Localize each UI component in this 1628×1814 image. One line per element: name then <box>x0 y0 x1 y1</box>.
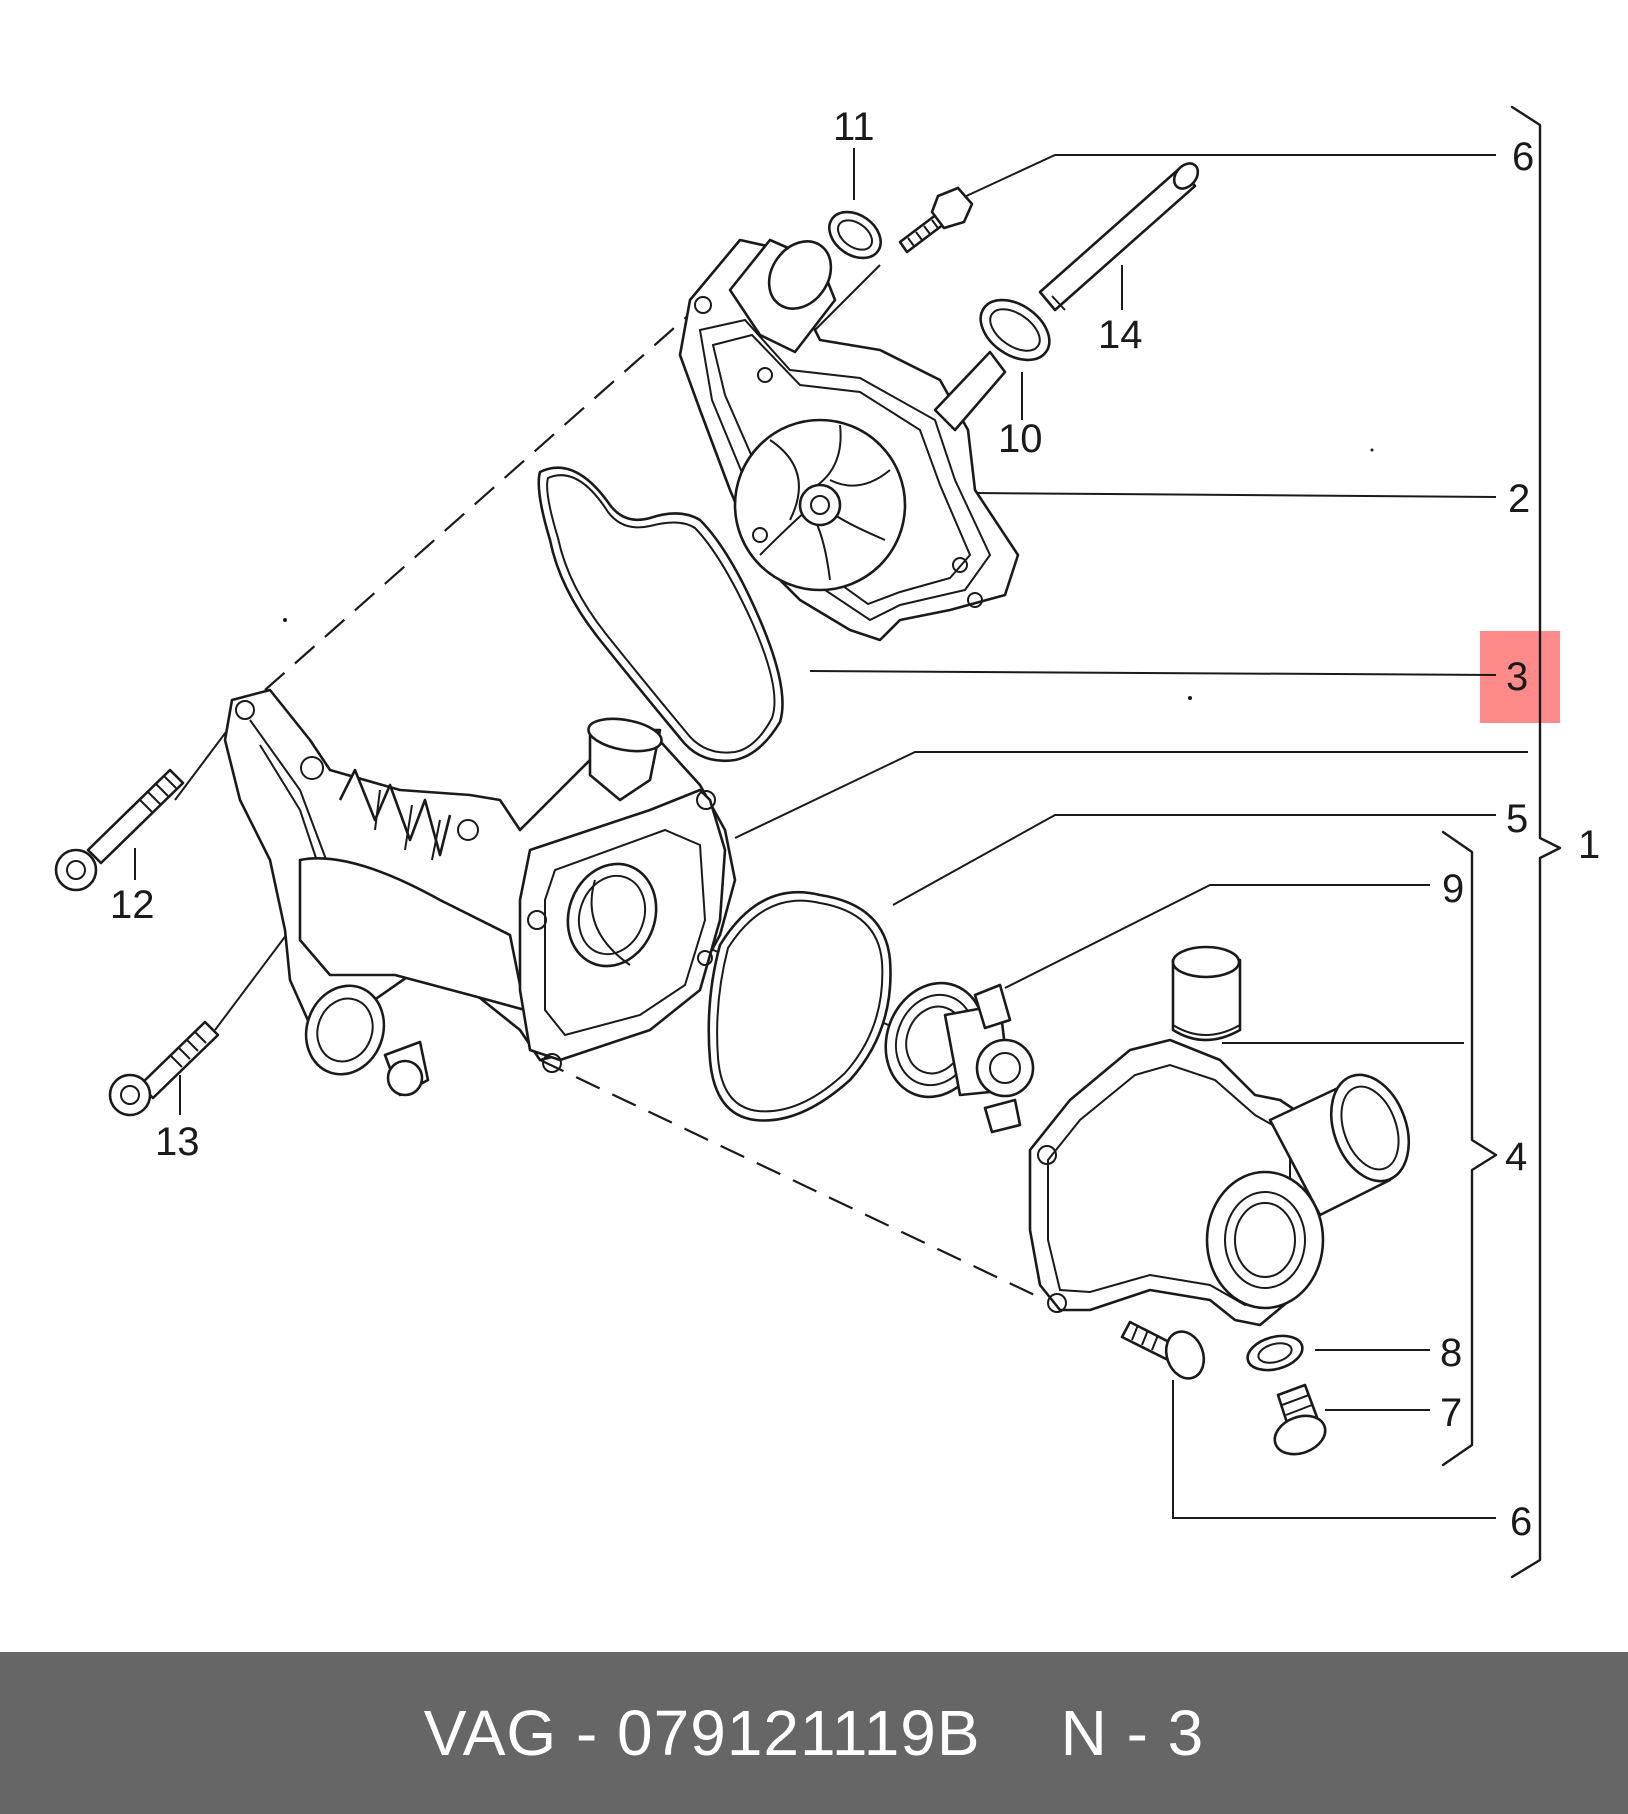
leader-6-top <box>961 154 1496 199</box>
callout-5: 5 <box>1506 797 1528 841</box>
part-2-water-pump <box>678 238 1020 642</box>
part-12-bolt <box>54 768 185 892</box>
part-9-thermostat <box>884 981 1035 1134</box>
part-3-gasket <box>537 466 784 763</box>
callout-13: 13 <box>155 1120 200 1164</box>
callout-14: 14 <box>1098 313 1143 357</box>
callout-10: 10 <box>998 417 1043 461</box>
callout-9: 9 <box>1442 867 1464 911</box>
part-number: VAG - 079121119B <box>423 1697 981 1769</box>
axis-lower <box>539 1059 1046 1301</box>
leader-6-bottom <box>1172 1380 1496 1519</box>
axis-upper <box>264 304 701 691</box>
callout-3: 3 <box>1506 655 1528 699</box>
exploded-parts-diagram: 11 6 14 10 2 3 5 1 9 4 8 7 6 12 13 <box>54 105 1600 1579</box>
part-14-pipe <box>1038 162 1200 312</box>
part-number-footer: VAG - 079121119B N - 3 <box>0 1652 1628 1814</box>
coolant-housing <box>223 688 737 1097</box>
callout-4: 4 <box>1505 1135 1527 1179</box>
callout-12: 12 <box>110 883 155 927</box>
callout-2: 2 <box>1508 477 1530 521</box>
axis-bolt-13 <box>214 929 291 1031</box>
part-7-plug <box>1273 1383 1327 1456</box>
diagram-position: N - 3 <box>1060 1697 1205 1769</box>
callout-6-top: 6 <box>1512 135 1534 179</box>
callout-6-bottom: 6 <box>1510 1500 1532 1544</box>
callout-1: 1 <box>1578 823 1600 867</box>
part-13-bolt <box>108 1020 220 1117</box>
part-11-o-ring <box>828 210 882 260</box>
part-8-seal-ring <box>1246 1334 1304 1372</box>
leader-5 <box>892 814 1496 906</box>
leader-3 <box>809 670 1497 676</box>
part-10-o-ring <box>979 298 1051 362</box>
leader-9 <box>1004 884 1430 989</box>
part-6-bolt-bottom <box>1120 1320 1206 1380</box>
leader-1 <box>734 751 1528 839</box>
part-4-thermostat-housing <box>1028 945 1411 1327</box>
part-5-seal <box>707 890 892 1122</box>
callout-11: 11 <box>833 105 875 149</box>
brace-1 <box>1510 105 1562 1579</box>
leader-2 <box>974 492 1497 498</box>
part-6-bolt-top <box>898 186 974 254</box>
callout-7: 7 <box>1440 1391 1462 1435</box>
callout-8: 8 <box>1440 1331 1462 1375</box>
highlight-box <box>1480 631 1560 723</box>
brace-4 <box>1441 830 1498 1467</box>
